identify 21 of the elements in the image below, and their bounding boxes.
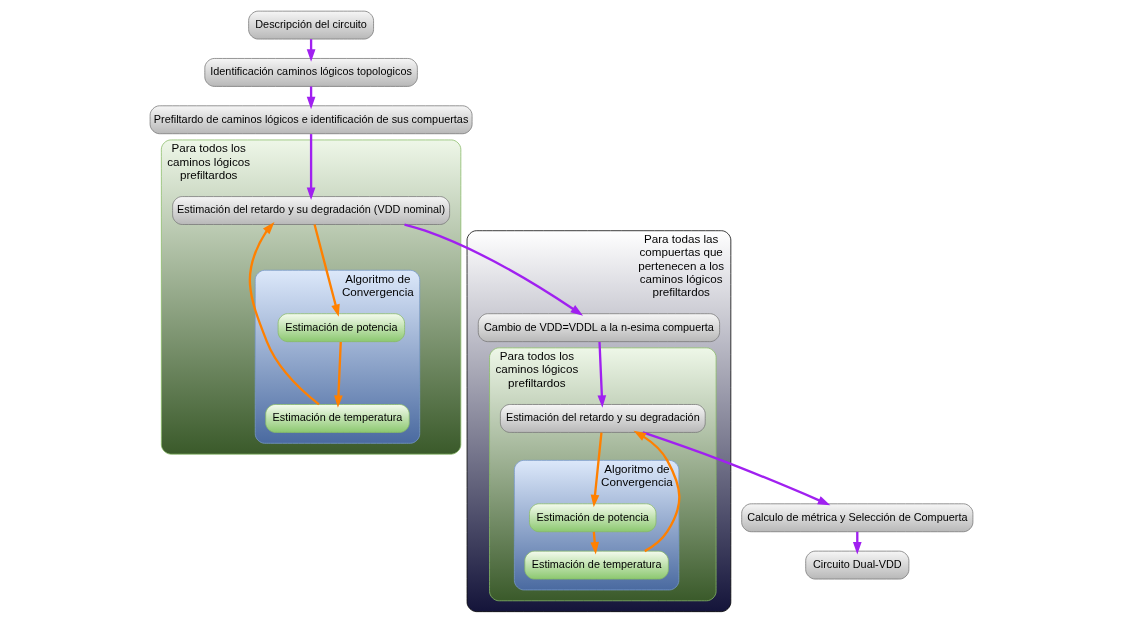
arrow — [633, 430, 681, 553]
node-box: Estimación de temperatura — [524, 550, 669, 580]
node-box: Estimación del retardo y su degradación (VDD nominal) — [172, 196, 450, 225]
arrow — [642, 431, 831, 506]
arrow — [404, 223, 584, 316]
arrow — [313, 224, 340, 317]
arrow — [248, 222, 320, 406]
node-box: Estimación del retardo y su degradación — [500, 404, 706, 433]
node-box: Circuito Dual-VDD — [805, 550, 910, 580]
node-box: Cambio de VDD=VDDL a la n-esima compuerta — [477, 313, 720, 343]
node-box: Descripción del circuito — [248, 10, 374, 40]
node-box: Calculo de métrica y Selección de Compuerta — [741, 503, 974, 533]
arrow — [306, 134, 316, 200]
arrow — [597, 341, 607, 408]
node-box: Estimación de potencia — [529, 503, 657, 533]
node-box: Estimación de temperatura — [265, 404, 410, 433]
arrow — [334, 341, 343, 408]
node-box: Prefiltardo de caminos lógicos e identificación de sus compuertas — [149, 105, 473, 135]
node-box: Estimación de potencia — [277, 313, 405, 343]
arrow — [590, 432, 603, 508]
node-box: Identificación caminos lógicos topologicos — [204, 58, 418, 87]
